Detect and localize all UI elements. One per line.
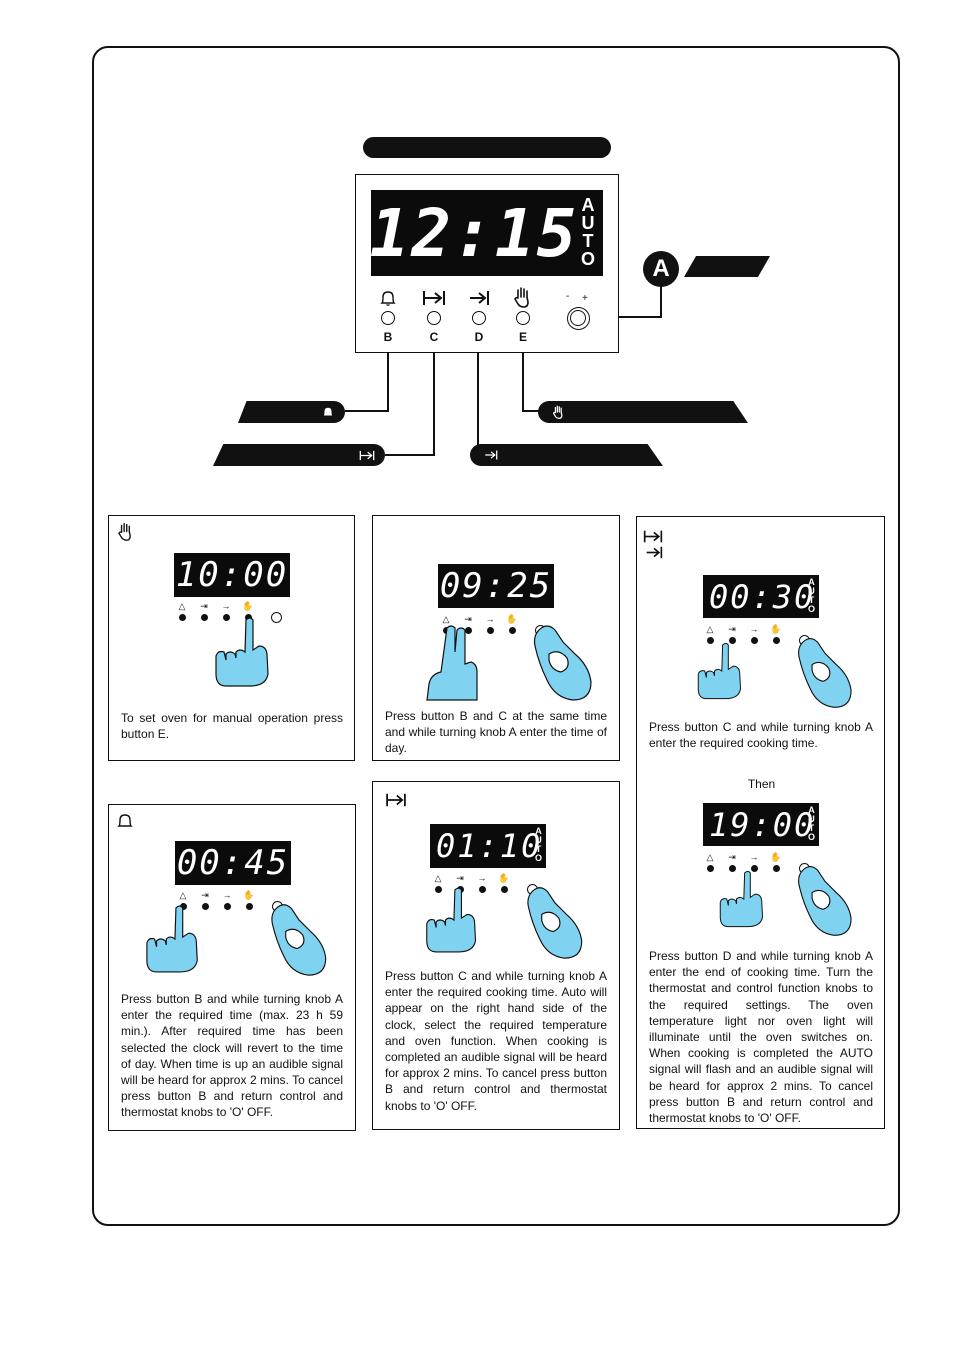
knob-a-badge: A: [643, 251, 679, 287]
duration-icon: [359, 450, 375, 460]
button-c-label: C: [429, 330, 439, 344]
pointing-hand: [697, 642, 741, 700]
manual-mini-controls: △⇥→✋: [175, 602, 287, 624]
end-time-tag: [470, 444, 663, 466]
knob-turning-hand: [271, 904, 327, 976]
clock-box: 09:25 △⇥→✋ Press button B and C at the s…: [372, 515, 620, 761]
main-display: 12:15 A U T O: [369, 190, 603, 276]
button-e[interactable]: [516, 311, 530, 325]
pointing-hand: [215, 617, 269, 687]
minute-minder-display: 00:45: [175, 841, 291, 885]
duration-icon: [386, 793, 406, 807]
pointing-hand: [719, 870, 763, 928]
bell-icon: [323, 407, 333, 416]
knob-plus-label: +: [582, 293, 588, 304]
knob-turning-hand: [798, 638, 852, 708]
manual-hand-icon: [552, 405, 563, 419]
knob-a-tag: [684, 256, 770, 277]
knob-turning-hand: [527, 887, 583, 959]
auto-text-1: Press button C and while turning knob A …: [649, 720, 873, 751]
minute-minder-box: 00:45 △⇥→✋ Press button B and while turn…: [108, 804, 356, 1131]
minute-minder-text: Press button B and while turning knob A …: [121, 992, 343, 1120]
button-b-label: B: [383, 330, 393, 344]
two-finger-hand: [426, 625, 478, 701]
auto-indicator: A U T O: [580, 195, 595, 269]
manual-text: To set oven for manual operation press b…: [121, 711, 343, 742]
knob-turning-hand: [798, 866, 852, 936]
manual-hand-icon: [513, 286, 531, 308]
duration-icon: [643, 530, 663, 543]
pointing-hand: [146, 905, 198, 973]
page-frame: [92, 46, 900, 1226]
duration-tag: [213, 444, 385, 466]
button-d-label: D: [474, 330, 484, 344]
button-b[interactable]: [381, 311, 395, 325]
main-display-time: 12:15: [369, 194, 579, 272]
end-time-icon: [646, 546, 663, 559]
knob-turning-hand: [533, 625, 592, 701]
knob-a[interactable]: [567, 307, 590, 330]
button-c[interactable]: [427, 311, 441, 325]
manual-box: 10:00 △⇥→✋ To set oven for manual operat…: [108, 515, 355, 761]
end-time-icon: [485, 450, 498, 460]
button-e-label: E: [518, 330, 527, 344]
control-panel: 12:15 A U T O B C D E - +: [355, 174, 619, 353]
bell-icon: [378, 288, 398, 308]
title-bar: [363, 137, 611, 158]
pointing-hand: [426, 887, 477, 953]
end-time-icon: [468, 289, 490, 307]
manual-hand-icon: [118, 523, 131, 541]
clock-text: Press button B and C at the same time an…: [385, 709, 607, 756]
manual-tag: [538, 401, 748, 423]
bell-icon: [117, 814, 133, 827]
duration-icon: [422, 289, 446, 307]
button-d[interactable]: [472, 311, 486, 325]
then-label: Then: [747, 777, 776, 791]
duration-text: Press button C and while turning knob A …: [385, 969, 607, 1113]
clock-display: 09:25: [438, 564, 554, 608]
bell-tag: [238, 401, 345, 423]
auto-text-2: Press button D and while turning knob A …: [649, 949, 873, 1126]
manual-display: 10:00: [174, 553, 290, 597]
knob-minus-label: -: [566, 291, 570, 302]
